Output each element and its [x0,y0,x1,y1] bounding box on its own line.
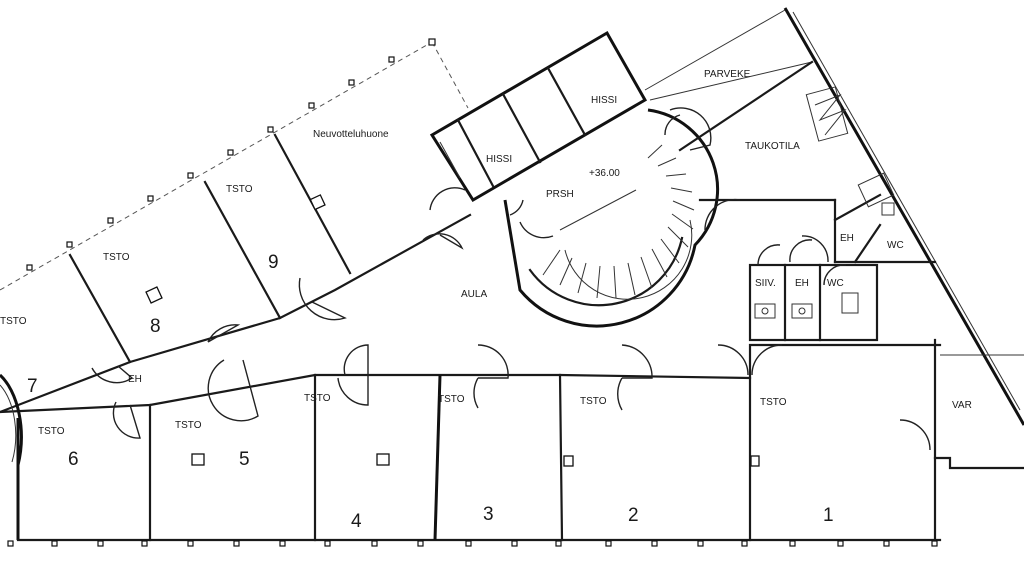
room-label-tsto-9: TSTO [226,184,253,195]
right-wing-walls [644,7,1024,426]
shaft-details [805,86,895,216]
room-label-tsto-3: TSTO [438,394,465,405]
level-label: +36.00 [589,168,620,179]
room-label-tsto-7: TSTO [0,316,27,327]
room-number-4: 4 [351,511,362,532]
room-numbers: 1 2 3 4 5 6 7 8 9 [27,252,834,532]
room-label-taukotila: TAUKOTILA [745,141,800,152]
room-label-hissi-left: HISSI [486,154,512,165]
room-label-eh-mid: EH [795,278,809,289]
room-label-parveke: PARVEKE [704,69,751,80]
room-label-eh-left: EH [128,374,142,385]
room-labels: TSTO TSTO TSTO Neuvotteluhuone HISSI HIS… [0,69,972,437]
upper-wing-walls [0,41,472,414]
room-label-tsto-6: TSTO [38,426,65,437]
room-label-tsto-1: TSTO [760,397,787,408]
room-label-hissi-right: HISSI [591,95,617,106]
lower-markers [7,540,938,547]
restroom-block [748,263,879,342]
door-swings [91,107,931,451]
room-label-tsto-2: TSTO [580,396,607,407]
room-number-7: 7 [27,376,38,397]
columns [145,194,760,467]
lower-wing-walls [0,338,1024,542]
room-number-3: 3 [483,504,494,525]
room-label-aula: AULA [461,289,487,300]
room-label-eh-upper: EH [840,233,854,244]
room-number-6: 6 [68,449,79,470]
room-label-var: VAR [952,400,972,411]
room-label-meeting: Neuvotteluhuone [313,129,389,140]
room-number-2: 2 [628,505,639,526]
room-number-5: 5 [239,449,250,470]
room-label-tsto-4: TSTO [304,393,331,404]
core-walls [429,30,720,328]
facade-markers [26,38,436,271]
room-label-tsto-8: TSTO [103,252,130,263]
room-label-wc-mid: WC [827,278,844,289]
room-number-9: 9 [268,252,279,273]
room-label-wc-upper: WC [887,240,904,251]
room-number-8: 8 [150,316,161,337]
room-label-siiv: SIIV. [755,278,776,289]
room-label-tsto-5: TSTO [175,420,202,431]
spiral-stair [542,144,695,300]
room-number-1: 1 [823,505,834,526]
room-label-prsh: PRSH [546,189,574,200]
